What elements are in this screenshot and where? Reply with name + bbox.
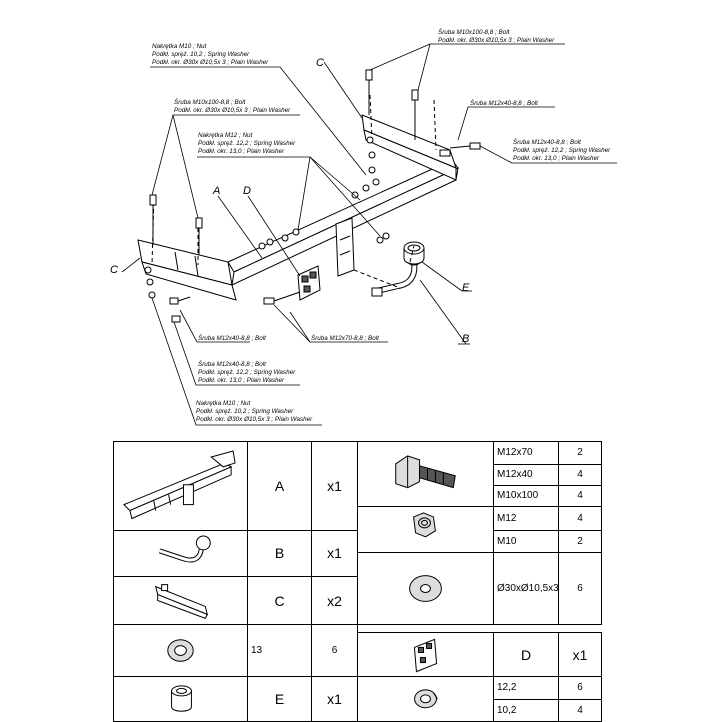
part-letter-b: B [462, 333, 469, 345]
part-letter-c-top: C [316, 57, 324, 69]
callout-line: Podkł. spręż. 12,2 ; Spring Washer [513, 147, 611, 154]
hardware-count: 4 [558, 463, 602, 486]
callout-line: Podkł. okr. 13,0 ; Plain Washer [198, 377, 285, 384]
table-row: 13 6 [113, 624, 602, 678]
crossbar-part [137, 114, 459, 301]
hardware-count: 6 [311, 624, 358, 678]
crossbar-icon [113, 441, 248, 531]
callout-line: Śruba M12x40-8,8 ; Bolt [513, 137, 581, 146]
callout-bolt-m12x70: Śruba M12x70-8,8 ; Bolt [311, 333, 379, 342]
hardware-count: 4 [558, 505, 602, 531]
part-letter-a: A [212, 185, 220, 197]
callout-line: Podkł. okr. Ø30x Ø10,5x 3 ; Plain Washer [152, 59, 269, 66]
hardware-spec: M12x40 [493, 463, 559, 486]
assembly-drawing: C C A D E B Nakrętka M10 ; Nut Podkł. sp… [110, 27, 617, 426]
part-qty-a: x1 [311, 441, 358, 531]
bolts-group [144, 69, 481, 323]
callout-line: Śruba M10x100-8,8 ; Bolt [174, 97, 246, 106]
ball-cap-icon [113, 676, 248, 722]
callout-line: Nakrętka M12 ; Nut [198, 132, 252, 139]
callout-line: Śruba M12x40-8,8 ; Bolt [198, 333, 266, 342]
part-code-c: C [247, 576, 312, 626]
part-qty-e: x1 [311, 676, 358, 722]
callout-line: Nakrętka M10 ; Nut [196, 400, 250, 407]
hardware-spec: M10x100 [493, 484, 559, 507]
part-code-e: E [247, 676, 312, 722]
callout-line: Śruba M12x40-8,8 ; Bolt [470, 98, 538, 107]
part-qty-b: x1 [311, 529, 358, 578]
hardware-count: 4 [558, 484, 602, 507]
callout-line: Podkł. spręż. 12,2 ; Spring Washer [198, 140, 296, 147]
callout-bolt-m10-top-right: Śruba M10x100-8,8 ; Bolt Podkł. okr. Ø30… [438, 27, 555, 44]
hardware-spec: M12x70 [493, 441, 559, 465]
callout-bolt-m12-bottom: Śruba M12x40-8,8 ; Bolt [198, 333, 266, 342]
bolt-icon [357, 441, 494, 507]
callout-line: Podkł. spręż. 12,2 ; Spring Washer [198, 369, 296, 376]
callout-bolt-m10-left: Śruba M10x100-8,8 ; Bolt Podkł. okr. Ø30… [174, 97, 291, 114]
callout-line: Nakrętka M10 ; Nut [152, 43, 206, 50]
bracket-icon [113, 576, 248, 626]
callout-nut-m10-top: Nakrętka M10 ; Nut Podkł. spręż. 10,2 ; … [152, 43, 269, 66]
callout-nut-m12-mid: Nakrętka M12 ; Nut Podkł. spręż. 12,2 ; … [198, 132, 296, 155]
callout-line: Podkł. okr. 13,0 ; Plain Washer [198, 148, 285, 155]
part-letter-d: D [243, 185, 251, 197]
callout-line: Podkł. okr. 13,0 ; Plain Washer [513, 155, 600, 162]
table-row: E x1 12,2 6 [113, 676, 602, 722]
socket-plate-part [297, 265, 321, 301]
table-row: M12x40 4 [114, 463, 602, 486]
part-code-a: A [247, 441, 312, 531]
table-row: D x1 [114, 632, 602, 678]
hardware-spec: 13 [247, 624, 312, 678]
callout-bolt-m12-washers-bottom: Śruba M12x40-8,8 ; Bolt Podkł. spręż. 12… [198, 359, 296, 384]
spring-washer-icon [357, 676, 494, 722]
table-row: Ø30xØ10,5x3 6 [114, 552, 602, 626]
callout-line: Śruba M10x100-8,8 ; Bolt [438, 27, 510, 36]
callout-line: Podkł. okr. Ø30x Ø10,5x 3 ; Plain Washer [174, 107, 291, 114]
part-code-d: D [493, 632, 559, 678]
hardware-spec: 10,2 [493, 698, 559, 722]
callout-line: Podkł. okr. Ø30x Ø10,5x 3 ; Plain Washer [196, 416, 313, 423]
small-washer-icon [113, 624, 248, 678]
plain-washer-icon [357, 552, 494, 626]
part-qty-c: x2 [311, 576, 358, 626]
table-row: A x1 M12x70 2 [113, 441, 602, 531]
hardware-count: 2 [558, 441, 602, 465]
ball-neck-icon [113, 529, 248, 578]
hardware-count: 6 [558, 676, 602, 700]
leader-lines [121, 43, 617, 426]
nut-icon [357, 505, 494, 554]
part-letter-e: E [462, 282, 470, 294]
hardware-spec: Ø30xØ10,5x3 [493, 552, 559, 626]
hardware-count: 6 [558, 552, 602, 626]
part-letter-c-left: C [110, 264, 118, 276]
callout-line: Śruba M12x40-8,8 ; Bolt [198, 359, 266, 368]
part-qty-d: x1 [558, 632, 602, 678]
callout-nut-m10-bottom: Nakrętka M10 ; Nut Podkł. spręż. 10,2 ; … [196, 400, 313, 423]
callout-line: Podkł. spręż. 10,2 ; Spring Washer [152, 51, 250, 58]
hardware-spec: M12 [493, 505, 559, 531]
callout-line: Podkł. okr. Ø30x Ø10,5x 3 ; Plain Washer [438, 37, 555, 44]
callout-bolt-m12-washers-right: Śruba M12x40-8,8 ; Bolt Podkł. spręż. 12… [513, 137, 611, 162]
hardware-count: 2 [558, 529, 602, 554]
callout-line: Śruba M12x70-8,8 ; Bolt [311, 333, 379, 342]
part-code-b: B [247, 529, 312, 578]
hardware-spec: 12,2 [493, 676, 559, 700]
hardware-spec: M10 [493, 529, 559, 554]
table-row: M12 4 [114, 505, 602, 554]
table-row: 10,2 4 [114, 698, 602, 722]
callout-line: Podkł. spręż. 10,2 ; Spring Washer [196, 408, 294, 415]
hardware-count: 4 [558, 698, 602, 722]
ball-cap-part [403, 241, 425, 265]
alignment-lines [151, 94, 437, 289]
callout-bolt-m12-right: Śruba M12x40-8,8 ; Bolt [470, 98, 538, 107]
parts-table: A x1 M12x70 2 M12x40 4 M10x100 4 [113, 441, 602, 722]
socket-plate-icon [357, 632, 494, 678]
